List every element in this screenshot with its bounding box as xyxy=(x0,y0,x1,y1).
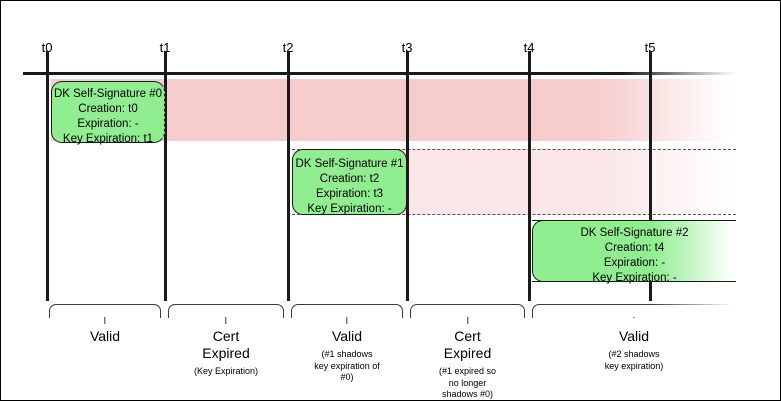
period-2-title: Valid xyxy=(331,328,363,344)
brace-nub xyxy=(346,317,348,324)
tick-label-t0: t0 xyxy=(41,40,53,55)
brace-arm-right xyxy=(105,304,161,318)
expired-band-secondary-bottom-edge xyxy=(292,214,736,215)
tick-label-t1: t1 xyxy=(159,40,171,55)
period-label-2: Valid (#1 shadows key expiration of #0) xyxy=(291,328,403,384)
brace-arm-left xyxy=(168,304,226,318)
brace-period-1 xyxy=(168,304,284,324)
signature-1-creation: Creation: t2 xyxy=(319,173,380,185)
period-4-note-line-1: (#2 shadows xyxy=(608,349,660,359)
signature-0-title: DK Self-Signature #0 xyxy=(53,88,163,100)
brace-nub xyxy=(633,317,635,324)
brace-arm-left xyxy=(410,304,468,318)
brace-period-3 xyxy=(410,304,525,324)
brace-nub xyxy=(466,317,469,324)
signature-2-key-expiration: Key Expiration: - xyxy=(592,272,677,284)
boundary-line-t3 xyxy=(406,51,409,301)
period-label-0: Valid xyxy=(49,328,161,345)
period-1-title-line-1: Cert xyxy=(212,328,240,344)
signature-0-creation: Creation: t0 xyxy=(78,103,138,115)
signature-1-expiration: Expiration: t3 xyxy=(315,188,384,200)
brace-arm-right xyxy=(467,304,525,318)
boundary-line-t1 xyxy=(164,51,167,301)
period-3-note-line-2: no longer xyxy=(448,377,487,388)
brace-period-0 xyxy=(49,304,161,324)
signature-box-1: DK Self-Signature #1 Creation: t2 Expira… xyxy=(292,149,407,215)
signature-box-0: DK Self-Signature #0 Creation: t0 Expira… xyxy=(51,81,165,145)
period-2-note-line-2: key expiration of xyxy=(314,360,380,371)
signature-2-expiration: Expiration: - xyxy=(603,257,666,269)
period-4-note-line-2: key expiration) xyxy=(604,360,664,371)
period-2-note-line-1: (#1 shadows xyxy=(321,349,373,359)
expired-band-secondary-top-edge xyxy=(292,149,736,150)
period-1-note: (Key Expiration) xyxy=(193,366,259,376)
signature-2-creation: Creation: t4 xyxy=(604,242,665,254)
signature-0-expiration: Expiration: - xyxy=(77,118,139,130)
period-3-note-line-1: (#1 expired so xyxy=(438,366,497,376)
signature-2-title: DK Self-Signature #2 xyxy=(580,227,689,239)
period-label-3: Cert Expired (#1 expired so no longer sh… xyxy=(410,328,525,400)
signature-box-2: DK Self-Signature #2 Creation: t4 Expira… xyxy=(532,220,736,284)
brace-arm-right xyxy=(226,304,284,318)
timeline-axis xyxy=(23,72,736,75)
tick-label-t4: t4 xyxy=(523,40,535,55)
brace-arm-left xyxy=(49,304,105,318)
brace-arm-left xyxy=(532,304,634,318)
brace-nub xyxy=(225,317,227,324)
signature-box-2-bottom-edge xyxy=(532,281,736,282)
period-0-title: Valid xyxy=(89,328,121,344)
brace-arm-right xyxy=(634,304,736,318)
period-label-1: Cert Expired (Key Expiration) xyxy=(168,328,284,378)
brace-period-4 xyxy=(532,304,736,324)
period-1-title-line-2: Expired xyxy=(202,345,250,361)
tick-label-t3: t3 xyxy=(401,40,413,55)
period-3-note-line-3: shadows #0) xyxy=(441,389,494,399)
signature-0-key-expiration: Key Expiration: t1 xyxy=(62,133,154,145)
tick-label-t2: t2 xyxy=(282,40,294,55)
boundary-line-t5 xyxy=(649,51,652,301)
brace-arm-left xyxy=(291,304,347,318)
period-3-title-line-2: Expired xyxy=(443,345,492,361)
period-2-note-line-3: #0) xyxy=(340,372,354,382)
tick-label-t5: t5 xyxy=(644,40,656,55)
brace-nub xyxy=(104,317,106,324)
brace-period-2 xyxy=(291,304,403,324)
period-3-title-line-1: Cert xyxy=(454,328,481,344)
signature-box-2-top-edge xyxy=(532,220,736,221)
signature-1-title: DK Self-Signature #1 xyxy=(295,158,404,170)
period-4-title: Valid xyxy=(618,328,650,344)
brace-arm-right xyxy=(347,304,403,318)
period-label-4: Valid (#2 shadows key expiration) xyxy=(532,328,736,372)
boundary-line-t4 xyxy=(528,51,531,301)
signature-1-key-expiration: Key Expiration: - xyxy=(307,203,392,215)
boundary-line-t2 xyxy=(287,51,290,301)
boundary-line-t0 xyxy=(46,51,49,301)
